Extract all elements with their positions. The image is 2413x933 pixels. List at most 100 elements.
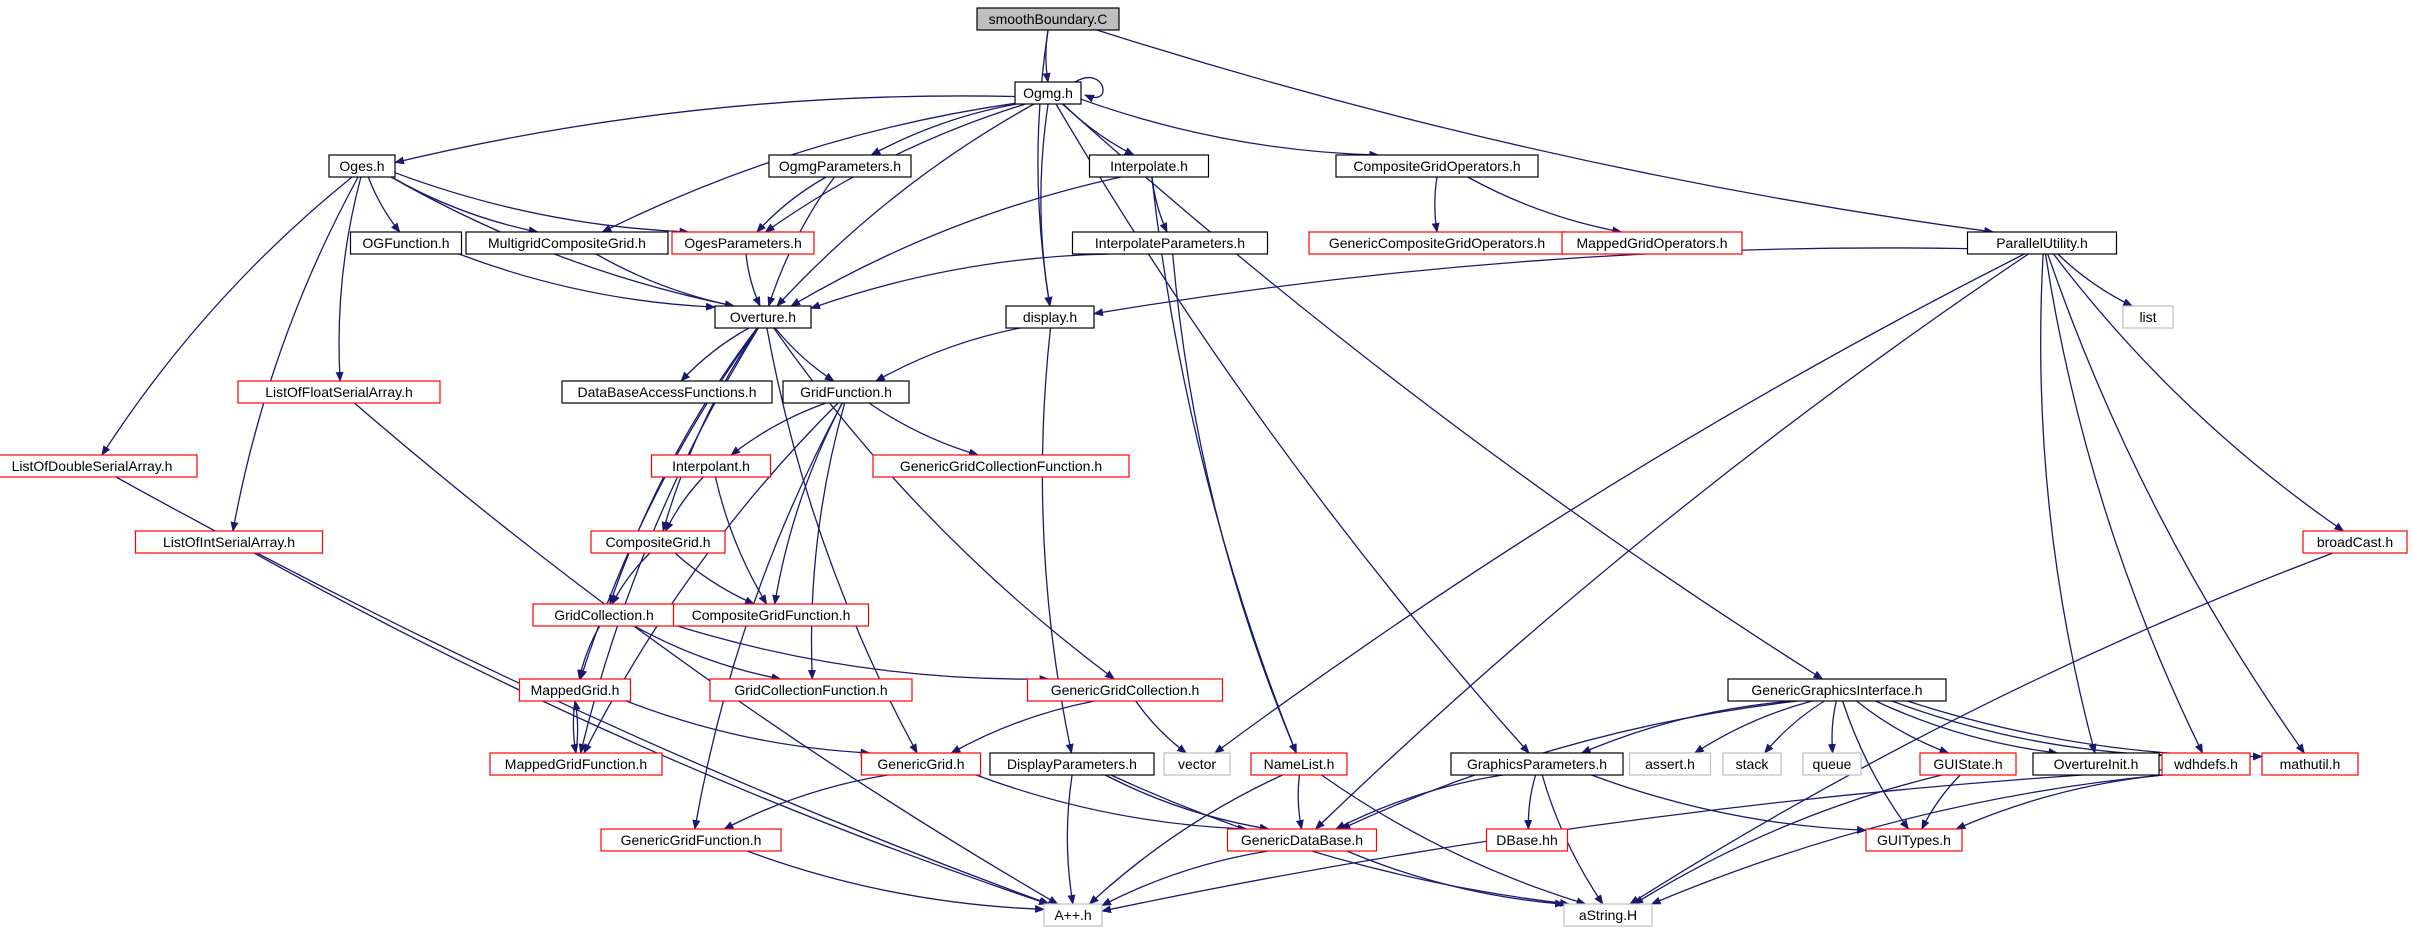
node-CompositeGridFunction[interactable]: CompositeGridFunction.h: [672, 603, 870, 627]
node-box-smoothBoundary: [976, 7, 1120, 31]
edge-OgesParameters-to-Overture: [745, 253, 761, 307]
node-box-GenericGraphicsInterface: [1727, 678, 1947, 702]
edge-GUIState-to-aString: [1633, 774, 1942, 905]
node-smoothBoundary[interactable]: smoothBoundary.C: [976, 7, 1120, 31]
node-box-Interpolate: [1088, 154, 1210, 178]
node-ListOfDoubleSerialArray[interactable]: ListOfDoubleSerialArray.h: [0, 454, 198, 478]
node-CompositeGridOperators[interactable]: CompositeGridOperators.h: [1335, 154, 1539, 178]
edge-GenericGridFunction-to-App: [746, 850, 1045, 913]
node-wdhdefs[interactable]: wdhdefs.h: [2161, 752, 2251, 776]
node-label-MultigridCompositeGrid: MultigridCompositeGrid.h: [488, 235, 646, 251]
edge-OGFunction-to-Overture: [458, 253, 716, 311]
node-GenericGraphicsInterface[interactable]: GenericGraphicsInterface.h: [1727, 678, 1947, 702]
node-GUIState[interactable]: GUIState.h: [1919, 752, 2017, 776]
node-Oges[interactable]: Oges.h: [328, 154, 396, 178]
edge-InterpolateParameters-to-NameList: [1172, 253, 1297, 754]
node-label-OgmgParameters: OgmgParameters.h: [779, 158, 901, 174]
node-list: list: [2122, 305, 2174, 329]
edge-GenericGrid-to-GenericDataBase: [975, 774, 1248, 833]
node-MappedGridOperators[interactable]: MappedGridOperators.h: [1561, 231, 1743, 255]
node-GridCollectionFunction[interactable]: GridCollectionFunction.h: [709, 678, 913, 702]
node-Overture[interactable]: Overture.h: [714, 305, 812, 329]
node-GenericGrid[interactable]: GenericGrid.h: [860, 752, 982, 776]
node-Interpolate[interactable]: Interpolate.h: [1088, 154, 1210, 178]
node-box-display: [1005, 305, 1095, 329]
node-label-Ogmg: Ogmg.h: [1023, 85, 1073, 101]
node-box-CompositeGridOperators: [1335, 154, 1539, 178]
node-broadCast[interactable]: broadCast.h: [2302, 530, 2408, 554]
node-box-InterpolateParameters: [1071, 231, 1269, 255]
edge-Ogmg-to-OgmgParameters: [870, 103, 1017, 156]
node-MultigridCompositeGrid[interactable]: MultigridCompositeGrid.h: [465, 231, 669, 255]
node-CompositeGrid[interactable]: CompositeGrid.h: [590, 530, 726, 554]
node-label-GUIState: GUIState.h: [1933, 756, 2002, 772]
node-GenericCompositeGridOperators[interactable]: GenericCompositeGridOperators.h: [1308, 231, 1566, 255]
node-OvertureInit[interactable]: OvertureInit.h: [2032, 752, 2160, 776]
node-ParallelUtility[interactable]: ParallelUtility.h: [1966, 231, 2118, 255]
node-MappedGrid[interactable]: MappedGrid.h: [518, 678, 632, 702]
node-box-Ogmg: [1014, 81, 1082, 105]
node-MappedGridFunction[interactable]: MappedGridFunction.h: [489, 752, 663, 776]
edge-MappedGridFunction-to-MappedGrid: [572, 700, 581, 754]
node-OgmgParameters[interactable]: OgmgParameters.h: [768, 154, 912, 178]
edge-GenericGraphicsInterface-to-GUIState: [1856, 700, 1950, 754]
node-box-NameList: [1250, 752, 1348, 776]
node-GenericGridCollectionFunction[interactable]: GenericGridCollectionFunction.h: [872, 454, 1130, 478]
node-Interpolant[interactable]: Interpolant.h: [650, 454, 772, 478]
edge-GenericGraphicsInterface-to-assert: [1693, 700, 1813, 754]
node-label-DataBaseAccessFunctions: DataBaseAccessFunctions.h: [578, 384, 757, 400]
edge-GenericGraphicsInterface-to-queue: [1827, 700, 1837, 754]
edge-GenericGraphicsInterface-to-GraphicsParameters: [1580, 700, 1793, 754]
node-box-aString: [1563, 903, 1653, 927]
node-OGFunction[interactable]: OGFunction.h: [349, 231, 463, 255]
edge-GraphicsParameters-to-GUITypes: [1591, 774, 1867, 834]
edge-GenericGridCollection-to-vector: [1135, 700, 1188, 754]
edge-CompositeGridOperators-to-GenericCompositeGridOperators: [1431, 176, 1440, 233]
edge-smoothBoundary-to-ParallelUtility: [1096, 29, 1995, 235]
node-NameList[interactable]: NameList.h: [1250, 752, 1348, 776]
node-GenericGridCollection[interactable]: GenericGridCollection.h: [1026, 678, 1224, 702]
edge-ParallelUtility-to-list: [2057, 253, 2134, 307]
node-InterpolateParameters[interactable]: InterpolateParameters.h: [1071, 231, 1269, 255]
edge-Ogmg-to-Oges: [394, 95, 1016, 165]
node-Ogmg[interactable]: Ogmg.h: [1014, 81, 1082, 105]
edge-Interpolant-to-CompositeGrid: [665, 476, 704, 532]
node-GraphicsParameters[interactable]: GraphicsParameters.h: [1450, 752, 1624, 776]
node-box-OgmgParameters: [768, 154, 912, 178]
node-label-assert: assert.h: [1645, 756, 1695, 772]
edge-MultigridCompositeGrid-to-Overture: [595, 253, 735, 309]
node-GenericGridFunction[interactable]: GenericGridFunction.h: [600, 828, 782, 852]
edge-ParallelUtility-to-vector: [1213, 253, 2025, 754]
node-label-MappedGrid: MappedGrid.h: [531, 682, 620, 698]
edge-GridCollection-to-GridCollectionFunction: [634, 625, 782, 682]
node-DisplayParameters[interactable]: DisplayParameters.h: [989, 752, 1155, 776]
node-label-InterpolateParameters: InterpolateParameters.h: [1095, 235, 1245, 251]
node-label-GraphicsParameters: GraphicsParameters.h: [1467, 756, 1607, 772]
node-GenericDataBase[interactable]: GenericDataBase.h: [1226, 828, 1378, 852]
node-GridFunction[interactable]: GridFunction.h: [782, 380, 910, 404]
edge-DisplayParameters-to-App: [1066, 774, 1076, 905]
node-ListOfIntSerialArray[interactable]: ListOfIntSerialArray.h: [134, 530, 324, 554]
node-stack: stack: [1722, 752, 1782, 776]
node-label-GUITypes: GUITypes.h: [1877, 832, 1951, 848]
node-GridCollection[interactable]: GridCollection.h: [532, 603, 676, 627]
edge-GenericGraphicsInterface-to-OvertureInit: [1875, 700, 2059, 756]
node-DataBaseAccessFunctions[interactable]: DataBaseAccessFunctions.h: [561, 380, 773, 404]
node-mathutil[interactable]: mathutil.h: [2261, 752, 2359, 776]
node-box-list: [2122, 305, 2174, 329]
node-display[interactable]: display.h: [1005, 305, 1095, 329]
node-box-GenericGrid: [860, 752, 982, 776]
node-label-Overture: Overture.h: [730, 309, 796, 325]
node-box-MappedGrid: [518, 678, 632, 702]
node-box-ParallelUtility: [1966, 231, 2118, 255]
edge-Ogmg-to-Interpolate: [1062, 103, 1135, 156]
edge-DisplayParameters-to-GenericDataBase: [1105, 774, 1270, 832]
node-OgesParameters[interactable]: OgesParameters.h: [671, 231, 815, 255]
edge-ParallelUtility-to-wdhdefs: [2044, 253, 2204, 754]
edge-NameList-to-App: [1088, 774, 1283, 905]
node-DBase[interactable]: DBase.hh: [1485, 828, 1569, 852]
node-ListOfFloatSerialArray[interactable]: ListOfFloatSerialArray.h: [237, 380, 441, 404]
node-label-smoothBoundary: smoothBoundary.C: [989, 11, 1108, 27]
node-GUITypes[interactable]: GUITypes.h: [1865, 828, 1963, 852]
edge-Ogmg-to-GraphicsParameters: [1055, 103, 1530, 754]
